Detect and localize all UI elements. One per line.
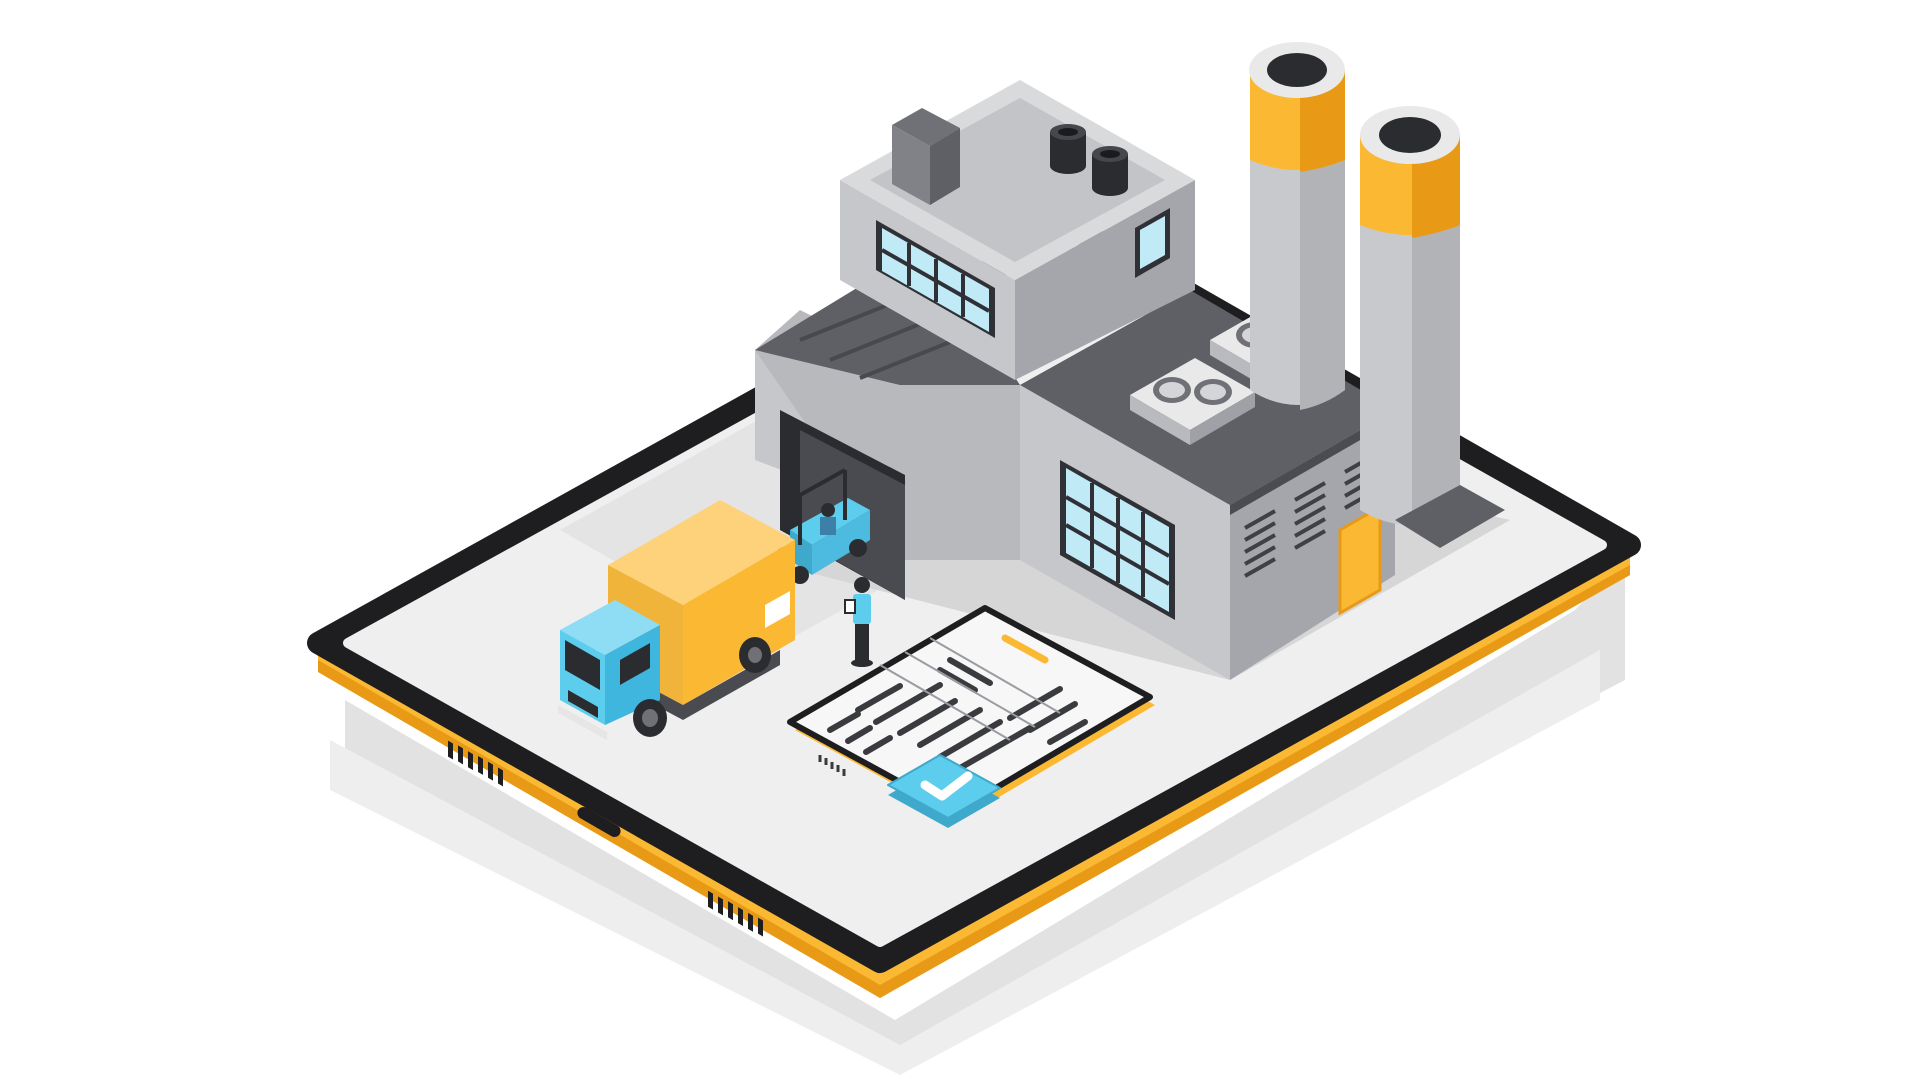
worker: [844, 577, 873, 667]
speaker-grill-right: [708, 890, 763, 937]
vent-louvers-mid: [1294, 481, 1326, 550]
truck-cargo-back: [683, 540, 795, 705]
check-icon: [920, 771, 973, 801]
truck-bumper: [558, 705, 607, 740]
worker-head: [854, 577, 870, 593]
invoice-dividers: [879, 637, 1061, 741]
tower-side-window: [1135, 208, 1170, 278]
truck-side-window: [620, 643, 650, 685]
delivery-truck: [558, 500, 795, 740]
smokestack-left: [1249, 42, 1345, 410]
smokestack-base: [1395, 485, 1505, 548]
invoice-document: [787, 605, 1155, 820]
tower-roof-inset: [870, 98, 1165, 262]
charging-port: [577, 807, 621, 837]
smokestack-right: [1360, 106, 1505, 548]
truck-grille: [568, 690, 598, 718]
worker-legs: [855, 624, 869, 662]
forklift-driver-head: [821, 503, 835, 517]
annex-door: [1338, 504, 1382, 616]
roof-pipe-1: [1050, 124, 1086, 174]
forklift-wheel: [791, 566, 809, 584]
hall-roof: [755, 280, 1020, 385]
hall-roof-seams: [799, 298, 966, 380]
tower-window: [876, 220, 995, 338]
invoice-footer-ticks: [818, 755, 846, 776]
worker-torso: [853, 594, 871, 624]
worker-clipboard: [844, 599, 856, 614]
truck-cab-top: [560, 600, 660, 655]
roof-vent-box: [892, 108, 960, 205]
vent-louvers-left: [1244, 509, 1276, 578]
factory-building: [755, 80, 1510, 680]
roof-pipe-2: [1092, 146, 1128, 196]
speaker-grill-left: [448, 740, 503, 787]
invoice-header-bar: [1001, 634, 1049, 664]
truck-windshield: [565, 640, 600, 690]
truck-cargo-label: [765, 591, 790, 628]
rooftop-fan-unit-1: [1130, 358, 1255, 445]
annex-window: [1060, 460, 1175, 620]
checkmark-badge: [887, 754, 1001, 828]
annex-roof-ledge: [1230, 410, 1395, 515]
truck-cargo-top: [608, 500, 795, 605]
forklift-wheel: [849, 539, 867, 557]
